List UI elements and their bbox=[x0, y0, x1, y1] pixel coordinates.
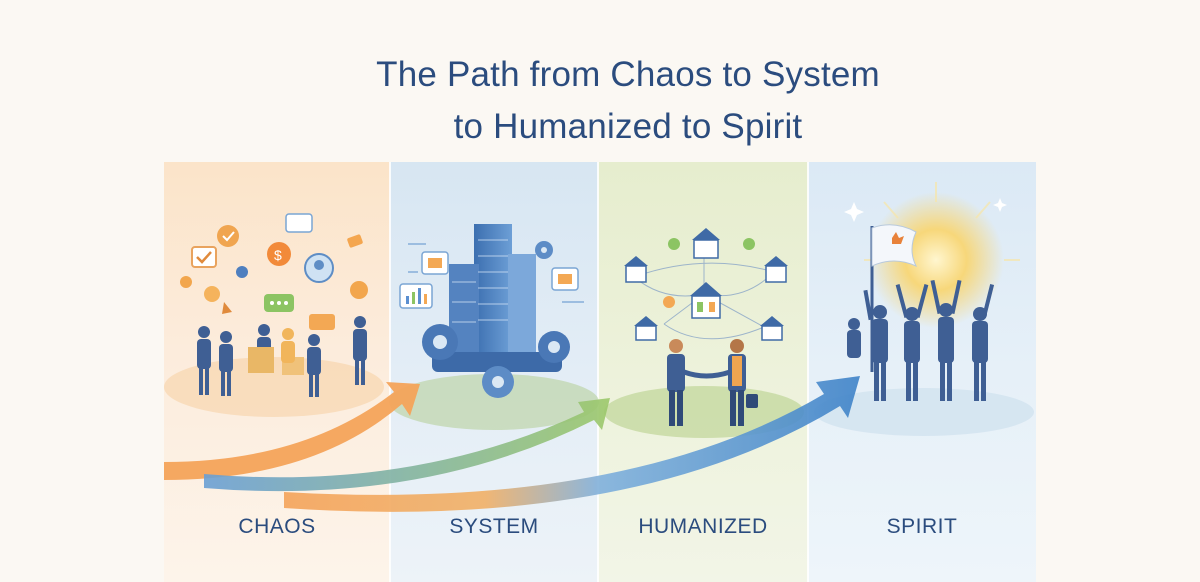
house-icon bbox=[690, 282, 722, 319]
chaos-illustration: $ bbox=[164, 213, 384, 417]
check-badge-icon bbox=[217, 225, 239, 247]
chat-bubble-icon bbox=[285, 213, 313, 233]
house-icon bbox=[634, 316, 658, 341]
title-line-1: The Path from Chaos to System bbox=[376, 55, 880, 95]
title-line-2: to Humanized to Spirit bbox=[453, 107, 803, 147]
conveyor-belt bbox=[432, 352, 562, 372]
house-icon bbox=[760, 316, 784, 341]
check-badge-icon bbox=[743, 238, 755, 250]
system-illustration bbox=[389, 224, 599, 430]
sparkle-icon bbox=[993, 198, 1007, 212]
stage-label-system: SYSTEM bbox=[449, 515, 539, 538]
svg-text:$: $ bbox=[274, 247, 282, 263]
illustrations: $ bbox=[164, 182, 1034, 512]
panel-divider bbox=[807, 162, 809, 582]
check-badge-icon bbox=[668, 238, 680, 250]
house-icon bbox=[692, 228, 720, 259]
humanized-illustration bbox=[604, 228, 804, 438]
panel-divider bbox=[389, 162, 391, 582]
sparkle-icon bbox=[844, 202, 864, 222]
spirit-illustration bbox=[814, 182, 1034, 436]
stages-panel-row: $ bbox=[164, 162, 1036, 582]
house-icon bbox=[624, 256, 648, 283]
stage-label-spirit: SPIRIT bbox=[886, 515, 958, 538]
arrow-system-to-humanized bbox=[204, 398, 610, 492]
cheering-people bbox=[847, 279, 995, 401]
skyscraper bbox=[474, 224, 512, 366]
stage-label-humanized: HUMANIZED bbox=[638, 515, 768, 538]
check-badge-icon bbox=[663, 296, 675, 308]
page-title: The Path from Chaos to System to Humaniz… bbox=[0, 49, 1200, 153]
panel-divider bbox=[597, 162, 599, 582]
stage-label-chaos: CHAOS bbox=[238, 515, 316, 538]
checkbox-icon bbox=[191, 246, 217, 268]
house-icon bbox=[764, 256, 788, 283]
arrow-humanized-to-spirit bbox=[284, 376, 860, 512]
bar-chart-card bbox=[399, 283, 433, 309]
arrow-chaos-to-system bbox=[164, 382, 420, 480]
handshake-people bbox=[667, 339, 758, 426]
flag-icon bbox=[871, 224, 918, 268]
dollar-icon bbox=[267, 242, 291, 266]
